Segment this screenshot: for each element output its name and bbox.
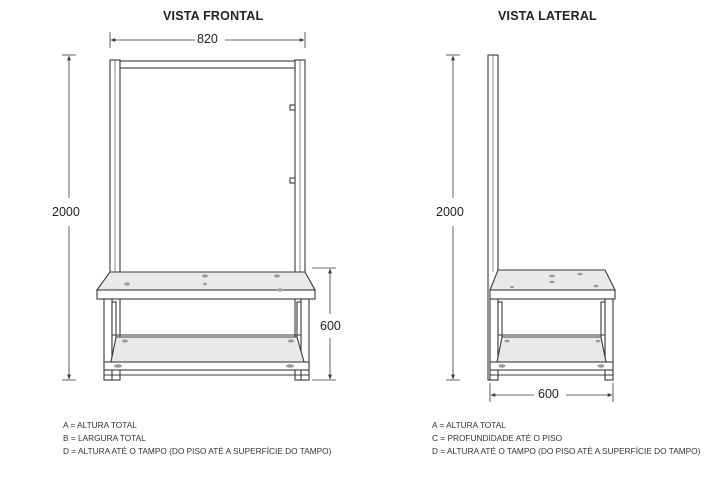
front-seat-height-dimension: 600 bbox=[320, 319, 341, 333]
side-height-dimension: 2000 bbox=[436, 205, 464, 219]
side-view-drawing bbox=[446, 54, 616, 402]
front-legend: A = ALTURA TOTAL B = LARGURA TOTAL D = A… bbox=[63, 419, 331, 458]
front-view-title: VISTA FRONTAL bbox=[163, 9, 264, 23]
side-depth-dimension: 600 bbox=[538, 387, 559, 401]
legend-item: D = ALTURA ATÉ O TAMPO (DO PISO ATÉ A SU… bbox=[63, 446, 332, 456]
side-view-title: VISTA LATERAL bbox=[498, 9, 597, 23]
front-height-dimension: 2000 bbox=[52, 205, 80, 219]
legend-item: B = LARGURA TOTAL bbox=[63, 433, 146, 443]
front-view-drawing bbox=[62, 32, 336, 381]
legend-item: A = ALTURA TOTAL bbox=[63, 420, 137, 430]
front-width-dimension: 820 bbox=[197, 32, 218, 46]
legend-item: D = ALTURA ATÉ O TAMPO (DO PISO ATÉ A SU… bbox=[432, 446, 701, 456]
side-legend: A = ALTURA TOTAL C = PROFUNDIDADE ATÉ O … bbox=[432, 419, 700, 458]
legend-item: C = PROFUNDIDADE ATÉ O PISO bbox=[432, 433, 563, 443]
legend-item: A = ALTURA TOTAL bbox=[432, 420, 506, 430]
